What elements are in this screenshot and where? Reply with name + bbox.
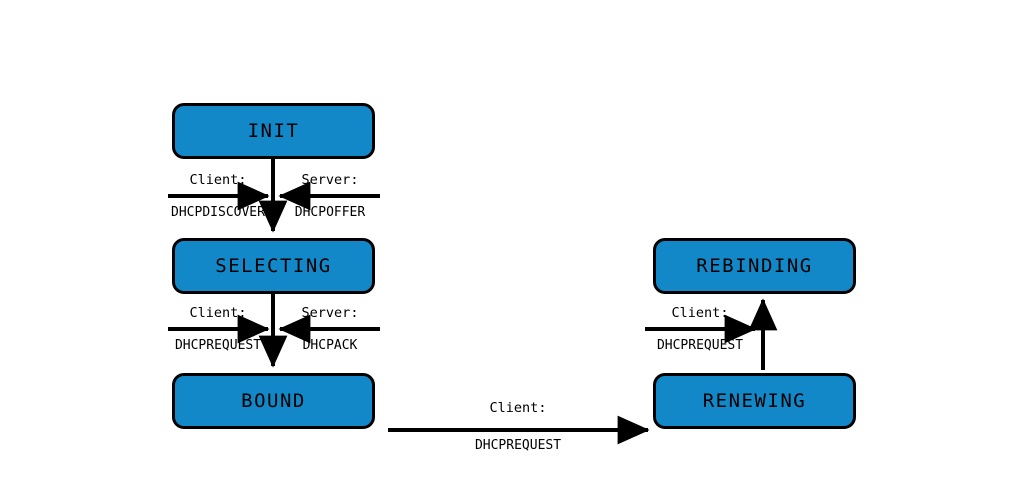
state-node-bound[interactable]: BOUND bbox=[172, 373, 375, 429]
arrow-init-to-selecting bbox=[168, 159, 380, 233]
state-label-selecting: SELECTING bbox=[215, 255, 332, 277]
state-label-bound: BOUND bbox=[241, 390, 306, 412]
edge-label-selecting-client-message: DHCPREQUEST bbox=[174, 338, 262, 353]
state-node-selecting[interactable]: SELECTING bbox=[172, 238, 375, 294]
state-label-init: INIT bbox=[247, 120, 300, 142]
state-label-rebinding: REBINDING bbox=[696, 255, 813, 277]
edge-label-init-client-role: Client: bbox=[189, 172, 247, 188]
edge-label-init-client-message: DHCPDISCOVER bbox=[171, 205, 265, 220]
edge-label-bound-client-role: Client: bbox=[489, 400, 547, 416]
state-node-init[interactable]: INIT bbox=[172, 103, 375, 159]
edge-label-selecting-server-message: DHCPACK bbox=[302, 338, 358, 353]
edge-label-bound-client-message: DHCPREQUEST bbox=[474, 438, 562, 453]
state-label-renewing: RENEWING bbox=[702, 390, 807, 412]
state-node-renewing[interactable]: RENEWING bbox=[653, 373, 856, 429]
edge-label-renewing-client-message: DHCPREQUEST bbox=[656, 338, 744, 353]
edge-label-init-server-message: DHCPOFFER bbox=[294, 205, 366, 220]
state-node-rebinding[interactable]: REBINDING bbox=[653, 238, 856, 294]
edge-label-renewing-client-role: Client: bbox=[671, 305, 729, 321]
edge-label-selecting-server-role: Server: bbox=[301, 305, 359, 321]
edge-label-init-server-role: Server: bbox=[301, 172, 359, 188]
edge-label-selecting-client-role: Client: bbox=[189, 305, 247, 321]
